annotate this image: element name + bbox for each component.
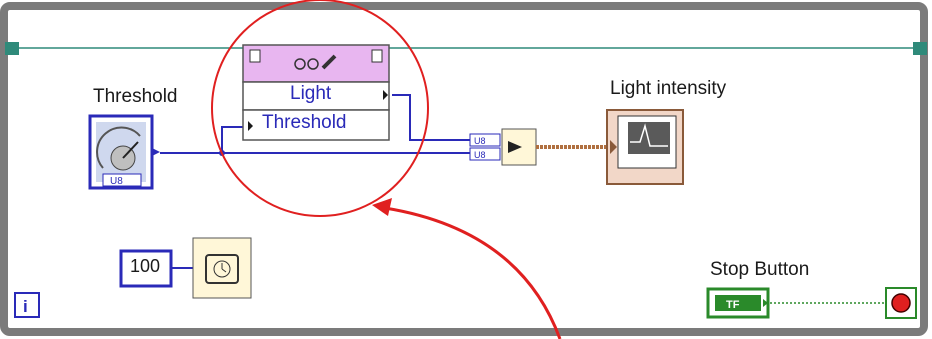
build-array-node[interactable]: U8 U8: [469, 128, 537, 166]
light-intensity-label: Light intensity: [610, 78, 727, 99]
property-light-item[interactable]: Light: [290, 83, 332, 104]
stop-button-label: Stop Button: [710, 259, 810, 280]
wait-ms-function[interactable]: [192, 237, 252, 299]
loop-condition-terminal[interactable]: [885, 287, 917, 319]
iteration-terminal-text: i: [23, 297, 28, 316]
threshold-dial-control[interactable]: U8: [88, 114, 160, 190]
annotation-circle: [211, 0, 429, 217]
right-shift-register[interactable]: [913, 42, 927, 55]
annotation-arrowhead: [372, 198, 392, 216]
property-threshold-item[interactable]: Threshold: [262, 112, 347, 133]
wait-constant[interactable]: [119, 249, 173, 288]
stop-button-terminal[interactable]: TF: [706, 287, 770, 319]
annotation-arrow: [384, 206, 562, 339]
build-array-input-2-type: U8: [474, 150, 486, 160]
stop-button-terminal-text: TF: [726, 299, 740, 311]
light-wire[interactable]: [392, 94, 470, 141]
threshold-label: Threshold: [93, 86, 178, 107]
light-intensity-chart-indicator[interactable]: [606, 109, 684, 185]
property-node-icon: [249, 49, 383, 70]
build-array-input-1-type: U8: [474, 136, 486, 146]
threshold-dial-type: U8: [110, 176, 123, 187]
left-shift-register[interactable]: [5, 42, 19, 55]
property-node[interactable]: [242, 44, 390, 141]
wait-constant-value: 100: [130, 256, 161, 276]
iteration-terminal: [14, 292, 40, 318]
